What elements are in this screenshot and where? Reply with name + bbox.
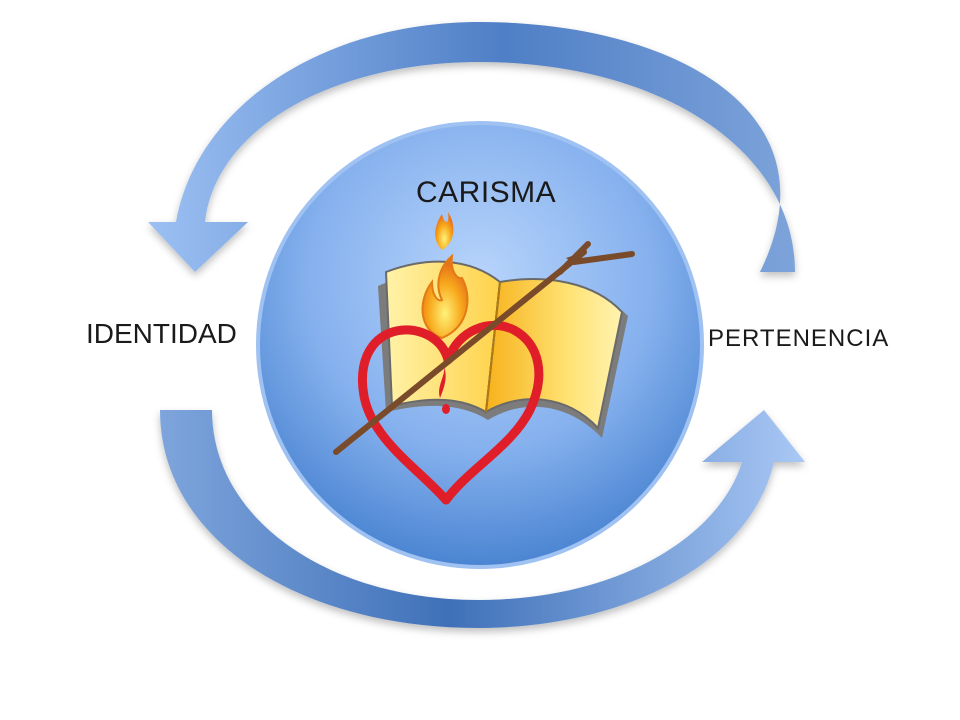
arrow-icon [333,241,635,455]
flame-icon [421,212,469,340]
center-label: CARISMA [416,176,557,209]
left-label: IDENTIDAD [86,318,237,349]
top-curved-arrow [148,22,795,272]
emblem [333,212,635,505]
bottom-curved-arrow [160,410,805,628]
right-label: PERTENENCIA [708,325,890,352]
